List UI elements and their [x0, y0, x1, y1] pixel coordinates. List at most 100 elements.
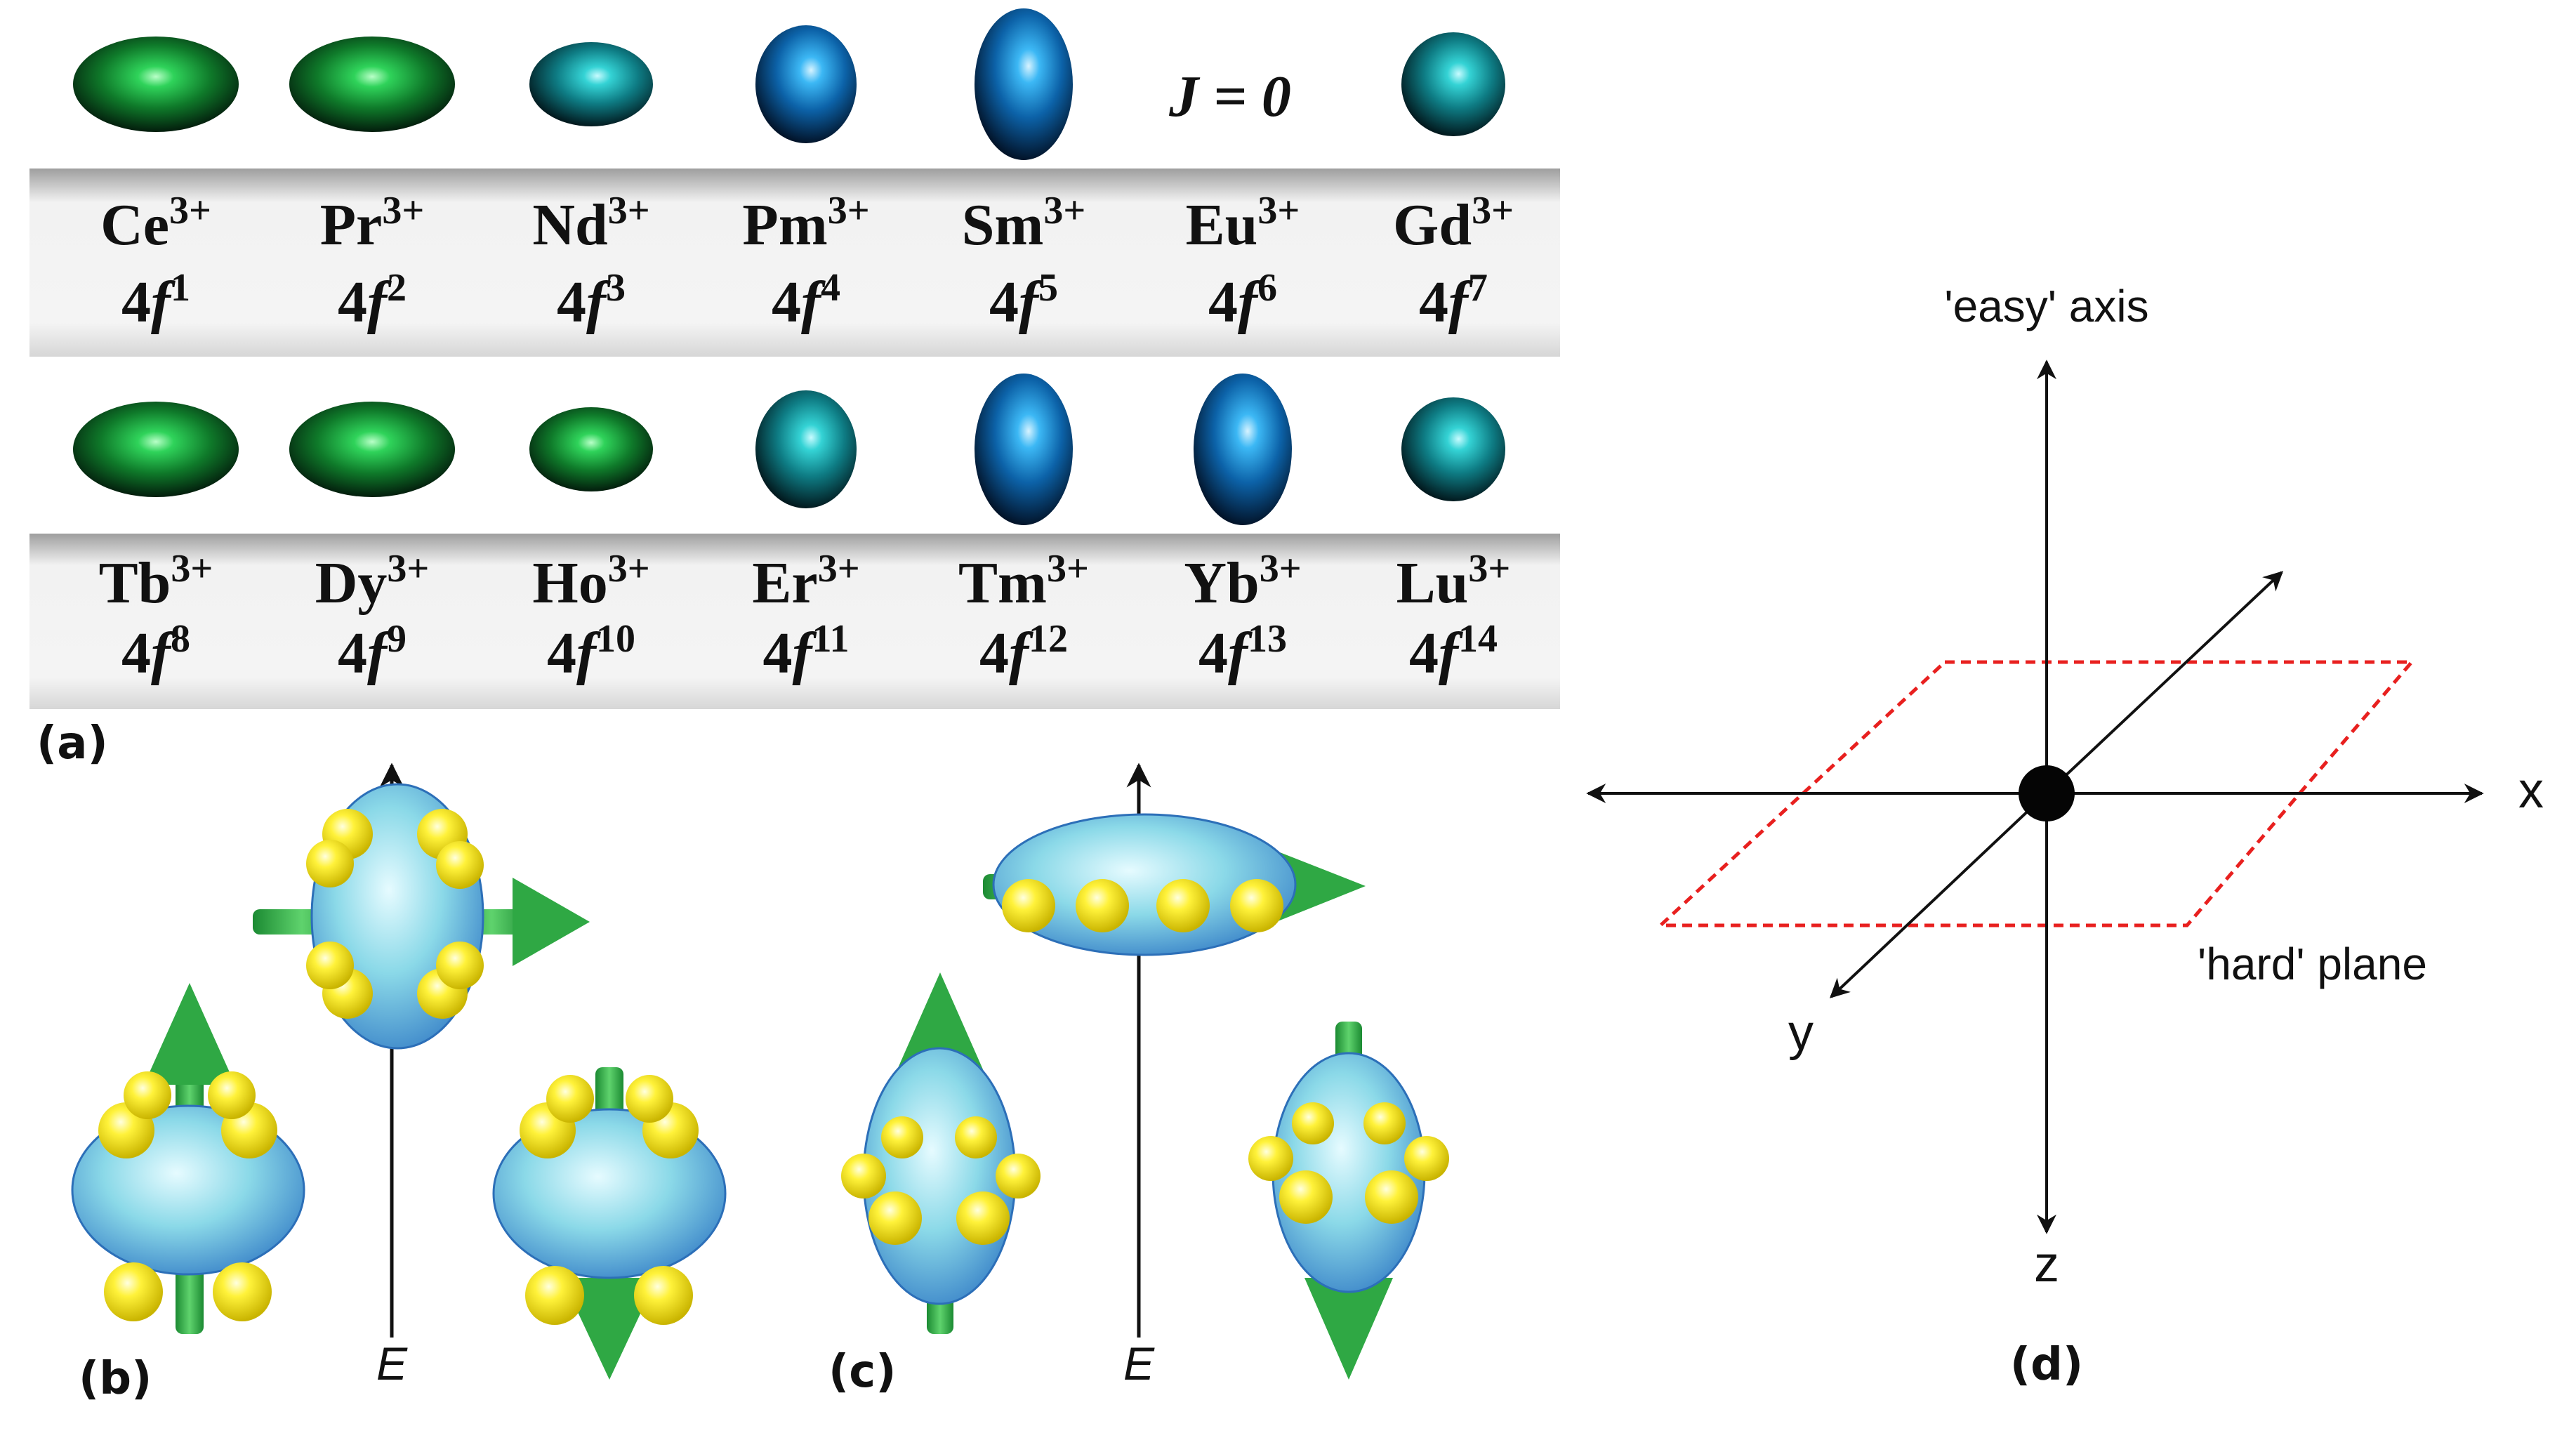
row1-label-band — [29, 169, 1560, 357]
ion-right-c — [1248, 1022, 1449, 1380]
orbital-shape-gd — [1401, 32, 1505, 136]
ligand-ball — [306, 840, 354, 887]
panel-a: J = 0 Ce3+4f1Pr3+4f2Nd3+4f3Pm3+4f4Sm3+4f… — [29, 8, 1560, 770]
ion-label-tm: Tm3+ — [958, 547, 1089, 616]
spin-arrow-head — [513, 878, 590, 966]
orbital-shape-yb — [1194, 374, 1292, 525]
orbital-shape-pr — [289, 37, 455, 132]
ion-label-ho: Ho3+ — [532, 547, 649, 616]
ion-label-gd: Gd3+ — [1393, 189, 1514, 258]
ligand-ball — [1156, 879, 1210, 932]
ligand-ball — [1076, 879, 1129, 932]
energy-label-b: E — [376, 1338, 408, 1389]
config-label-ce: 4f1 — [121, 266, 190, 335]
config-label-sm: 4f5 — [989, 266, 1058, 335]
ligand-ball — [841, 1154, 886, 1198]
spin-arrow-head-up — [895, 972, 985, 1074]
ligand-ball — [124, 1071, 171, 1119]
ion-label-yb: Yb3+ — [1184, 547, 1301, 616]
panel-c: E — [828, 762, 1449, 1398]
y-axis-label: y — [1788, 1005, 1814, 1061]
ion-label-tb: Tb3+ — [99, 547, 213, 616]
orbital-shape-tb — [73, 402, 239, 497]
orbital-shape-dy — [289, 402, 455, 497]
config-label-pm: 4f4 — [772, 266, 840, 335]
ion-top-b — [253, 783, 590, 1050]
spin-arrow-head-down — [562, 1278, 657, 1380]
ligand-ball — [626, 1075, 673, 1123]
ion-label-pm: Pm3+ — [742, 189, 869, 258]
orbital-shape-ho — [529, 407, 653, 491]
ion-label-er: Er3+ — [752, 547, 859, 616]
metal-center — [2019, 765, 2075, 821]
panel-d-tag: (d) — [2010, 1339, 2083, 1391]
ion-label-ce: Ce3+ — [100, 189, 211, 258]
orbital-shape-tm — [975, 374, 1073, 525]
y-axis-back — [2045, 571, 2284, 795]
orbital-shape-pm — [755, 25, 857, 143]
panel-b: E — [71, 762, 727, 1405]
ion-left-c — [841, 972, 1041, 1334]
ligand-ball — [1248, 1136, 1293, 1181]
config-label-ho: 4f10 — [547, 617, 635, 686]
orbital-shape-lu — [1401, 397, 1505, 501]
z-axis-label: z — [2034, 1236, 2059, 1293]
config-label-nd: 4f3 — [557, 266, 626, 335]
hard-plane-label: 'hard' plane — [2198, 939, 2427, 989]
easy-axis-label: 'easy' axis — [1944, 281, 2148, 331]
ligand-ball — [1363, 1102, 1406, 1144]
ligand-ball — [1279, 1170, 1333, 1224]
config-label-tm: 4f12 — [979, 617, 1068, 686]
orbital-shape-nd — [529, 42, 653, 126]
ligand-ball — [525, 1266, 584, 1325]
ion-label-eu: Eu3+ — [1186, 189, 1300, 258]
ligand-ball — [1230, 879, 1283, 932]
panel-c-tag: (c) — [828, 1346, 896, 1398]
orbital-shape-er — [755, 390, 857, 508]
ion-label-nd: Nd3+ — [532, 189, 649, 258]
row1-ion-labels: Ce3+4f1Pr3+4f2Nd3+4f3Pm3+4f4Sm3+4f5Eu3+4… — [100, 189, 1514, 335]
ligand-ball — [1002, 879, 1055, 932]
panel-d: 'easy' axis 'hard' plane x y z (d) — [1586, 281, 2544, 1391]
ligand-ball — [634, 1266, 693, 1325]
ligand-ball — [1292, 1102, 1334, 1144]
ion-label-dy: Dy3+ — [315, 547, 430, 616]
ligand-ball — [955, 1116, 997, 1158]
panel-a-tag: (a) — [37, 718, 108, 770]
ligand-ball — [868, 1191, 922, 1245]
ligand-ball — [996, 1154, 1041, 1198]
prolate-shell — [862, 1047, 1017, 1305]
panel-b-tag: (b) — [79, 1353, 152, 1405]
orbital-shape-ce — [73, 37, 239, 132]
ligand-ball — [436, 841, 484, 889]
row2-label-band — [29, 534, 1560, 709]
config-label-yb: 4f13 — [1198, 617, 1287, 686]
orbital-shape-sm — [975, 8, 1073, 160]
row1-orbital-shapes — [73, 8, 1505, 160]
x-axis-label: x — [2518, 762, 2544, 819]
spin-arrow-head-down — [1304, 1278, 1393, 1380]
spin-arrow-head-up — [144, 983, 235, 1085]
ion-label-lu: Lu3+ — [1396, 547, 1511, 616]
hard-plane — [1656, 660, 2416, 927]
y-axis-front — [1829, 792, 2048, 998]
oblate-shell — [992, 813, 1297, 956]
ion-label-pr: Pr3+ — [320, 189, 425, 258]
ligand-ball — [208, 1071, 256, 1119]
j-zero-label: J = 0 — [1168, 64, 1291, 129]
ion-top-c — [983, 813, 1366, 956]
ion-right-b — [492, 1067, 727, 1380]
ligand-ball — [436, 942, 484, 989]
ligand-ball — [213, 1262, 272, 1321]
ligand-ball — [546, 1075, 594, 1123]
ion-left-b — [71, 983, 305, 1334]
energy-label-c: E — [1123, 1338, 1155, 1389]
ligand-ball — [1404, 1136, 1449, 1181]
config-label-pr: 4f2 — [338, 266, 407, 335]
ligand-ball — [104, 1262, 163, 1321]
ligand-ball — [881, 1116, 923, 1158]
ligand-ball — [1365, 1170, 1418, 1224]
config-label-lu: 4f14 — [1409, 617, 1498, 686]
config-label-gd: 4f7 — [1419, 266, 1488, 335]
ligand-ball — [306, 942, 354, 989]
